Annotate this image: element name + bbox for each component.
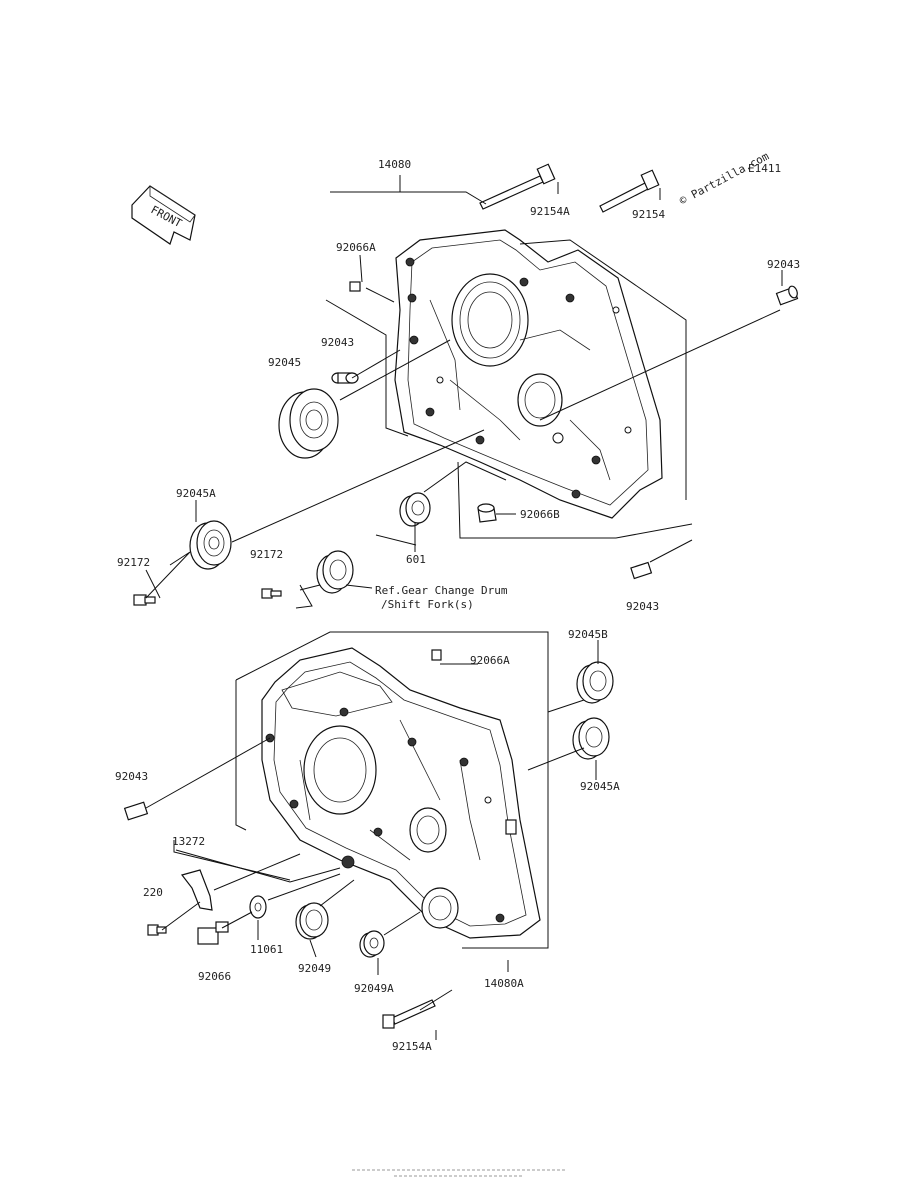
leader-lines <box>145 175 783 1040</box>
drain-plug-92066 <box>197 921 229 945</box>
label-11061: 11061 <box>250 943 283 956</box>
label-92045B: 92045B <box>568 628 608 641</box>
upper-crankcase-14080 <box>394 229 663 519</box>
dowel-92066A-top <box>349 281 361 292</box>
bearing-601 <box>399 492 431 527</box>
label-14080: 14080 <box>378 158 411 171</box>
label-13272: 13272 <box>172 835 205 848</box>
dowel-92043-low <box>123 801 149 821</box>
label-92043-low: 92043 <box>115 770 148 783</box>
ref-note-line1: Ref.Gear Change Drum <box>375 584 508 597</box>
label-92066B: 92066B <box>520 508 560 521</box>
label-92066: 92066 <box>198 970 231 983</box>
label-14080A: 14080A <box>484 977 524 990</box>
label-92049A: 92049A <box>354 982 394 995</box>
footer-fineprint-decoration <box>352 1169 566 1177</box>
bracket-13272 <box>180 869 213 911</box>
bearing-92045 <box>278 388 339 459</box>
screw-92172-a <box>133 594 156 606</box>
ref-note-line2: /Shift Fork(s) <box>381 598 474 611</box>
front-arrow-icon: FRONT <box>131 185 196 245</box>
bearing-92045A-left <box>189 520 232 570</box>
bolt-92154 <box>599 169 660 213</box>
bolt-220 <box>147 924 167 936</box>
seal-92049A <box>359 930 385 958</box>
label-92154A-top: 92154A <box>530 205 570 218</box>
watermark-text: © Partzilla.com <box>677 149 771 207</box>
label-92045A-right: 92045A <box>580 780 620 793</box>
bearing-92045A-right <box>572 717 610 760</box>
dowel-92043-left <box>331 372 359 384</box>
label-92066A-top: 92066A <box>336 241 376 254</box>
label-92154A-bottom: 92154A <box>392 1040 432 1053</box>
plug-92066B <box>477 503 497 523</box>
bearing-ref-gear-change <box>316 550 354 594</box>
label-601: 601 <box>406 553 426 566</box>
diagram-code: E1411 <box>748 162 781 175</box>
dowel-92066A-mid <box>431 649 442 661</box>
screw-92172-b <box>261 588 282 599</box>
label-92045A-left: 92045A <box>176 487 216 500</box>
label-92045: 92045 <box>268 356 301 369</box>
label-220: 220 <box>143 886 163 899</box>
dowel-92043-mid <box>630 561 653 580</box>
bolt-92154A-top <box>479 163 556 210</box>
seal-92049 <box>295 902 329 940</box>
label-92066A-mid: 92066A <box>470 654 510 667</box>
lower-crankcase-14080A <box>261 647 541 939</box>
part-labels: 14080 92154A 92154 92066A 92043 92043 92… <box>115 158 800 1053</box>
label-92043-left: 92043 <box>321 336 354 349</box>
washer-11061 <box>249 895 267 919</box>
label-92049: 92049 <box>298 962 331 975</box>
bolt-92154A-bottom <box>382 999 436 1029</box>
label-92172-a: 92172 <box>117 556 150 569</box>
label-92154: 92154 <box>632 208 665 221</box>
label-92043-top-right: 92043 <box>767 258 800 271</box>
dowel-92043-right <box>775 285 799 306</box>
bearing-92045B <box>576 661 614 704</box>
label-92043-mid: 92043 <box>626 600 659 613</box>
label-92172-b: 92172 <box>250 548 283 561</box>
